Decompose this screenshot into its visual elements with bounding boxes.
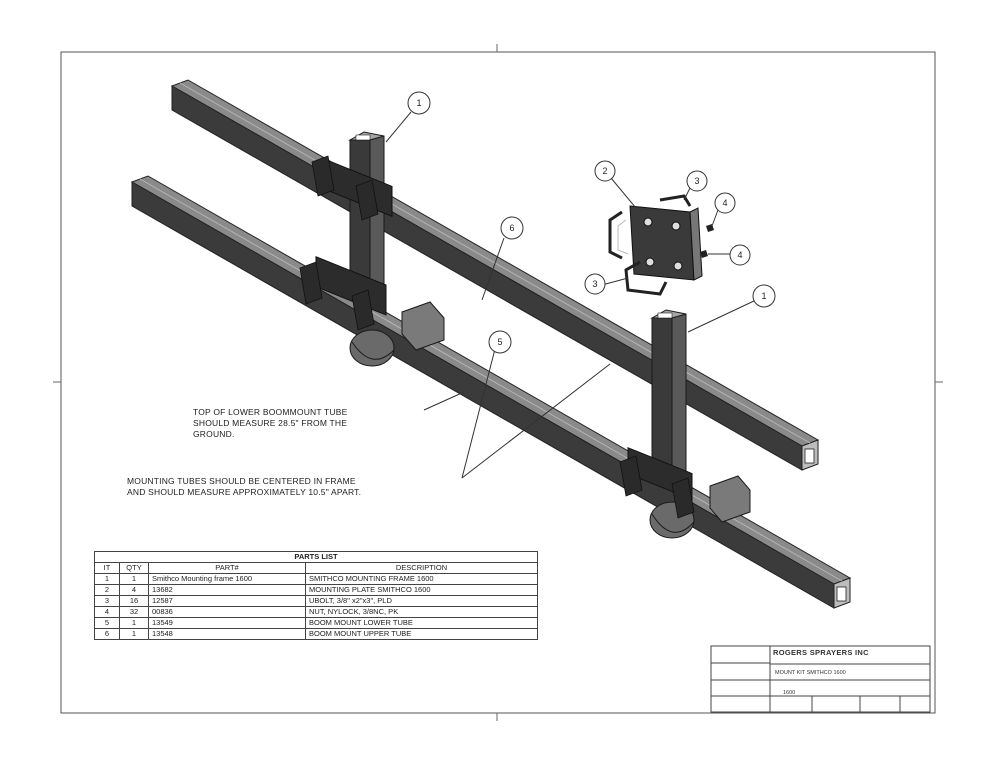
parts-list-header-row: IT QTY PART# DESCRIPTION: [94, 562, 538, 574]
cell-part: 13682: [148, 584, 306, 596]
drawing-number: 1600: [783, 690, 796, 696]
boom-height-note: TOP OF LOWER BOOMMOUNT TUBE SHOULD MEASU…: [193, 407, 348, 439]
cell-description: UBOLT, 3/8" x2"x3", PLD: [305, 595, 538, 607]
table-row: 1 1 Smithco Mounting frame 1600 SMITHCO …: [94, 573, 538, 585]
tube-spacing-note: MOUNTING TUBES SHOULD BE CENTERED IN FRA…: [127, 476, 362, 497]
parts-list-title: PARTS LIST: [94, 551, 538, 563]
cell-description: BOOM MOUNT UPPER TUBE: [305, 628, 538, 640]
title-block: ROGERS SPRAYERS INC MOUNT KIT SMITHCO 16…: [711, 646, 930, 712]
cell-item: 5: [94, 617, 120, 629]
cell-description: SMITHCO MOUNTING FRAME 1600: [305, 573, 538, 585]
company-name: ROGERS SPRAYERS INC: [773, 648, 869, 657]
table-row: 6 1 13548 BOOM MOUNT UPPER TUBE: [94, 628, 538, 640]
callout-3: 3: [694, 176, 699, 186]
cell-item: 2: [94, 584, 120, 596]
cell-qty: 16: [119, 595, 149, 607]
callout-1: 1: [416, 98, 421, 108]
cell-item: 1: [94, 573, 120, 585]
callout-3b: 3: [592, 279, 597, 289]
table-row: 2 4 13682 MOUNTING PLATE SMITHCO 1600: [94, 584, 538, 596]
parts-list-title-row: PARTS LIST: [94, 551, 538, 563]
clamp-bands: [299, 155, 695, 519]
cell-part: 00836: [148, 606, 306, 618]
callout-4: 4: [722, 198, 727, 208]
table-row: 4 32 00836 NUT, NYLOCK, 3/8NC, PK: [94, 606, 538, 618]
cell-item: 4: [94, 606, 120, 618]
title-block-grid: [710, 645, 931, 713]
cell-description: MOUNTING PLATE SMITHCO 1600: [305, 584, 538, 596]
cell-item: 6: [94, 628, 120, 640]
cell-description: NUT, NYLOCK, 3/8NC, PK: [305, 606, 538, 618]
header-item: IT: [94, 562, 120, 574]
table-row: 5 1 13549 BOOM MOUNT LOWER TUBE: [94, 617, 538, 629]
cell-qty: 1: [119, 573, 149, 585]
callout-numbers: 1 2 3 4 4 3 6 5 1: [416, 98, 766, 347]
cell-part: 12587: [148, 595, 306, 607]
header-part: PART#: [148, 562, 306, 574]
lower-boom-tube: [130, 175, 852, 609]
cell-qty: 4: [119, 584, 149, 596]
drawing-title: MOUNT KIT SMITHCO 1600: [775, 670, 846, 676]
center-marks: [53, 44, 943, 721]
callout-5: 5: [497, 337, 502, 347]
table-row: 3 16 12587 UBOLT, 3/8" x2"x3", PLD: [94, 595, 538, 607]
callout-balloons: [407, 91, 776, 354]
callout-6: 6: [509, 223, 514, 233]
parts-list-table: PARTS LIST IT QTY PART# DESCRIPTION 1 1 …: [94, 551, 538, 640]
header-qty: QTY: [119, 562, 149, 574]
cell-part: 13549: [148, 617, 306, 629]
cell-part: 13548: [148, 628, 306, 640]
callout-2: 2: [602, 166, 607, 176]
exploded-plate-assembly: [608, 194, 714, 296]
cell-part: Smithco Mounting frame 1600: [148, 573, 306, 585]
cell-description: BOOM MOUNT LOWER TUBE: [305, 617, 538, 629]
callout-4b: 4: [737, 250, 742, 260]
cell-qty: 32: [119, 606, 149, 618]
callout-1b: 1: [761, 291, 766, 301]
header-description: DESCRIPTION: [305, 562, 538, 574]
cell-qty: 1: [119, 617, 149, 629]
cell-qty: 1: [119, 628, 149, 640]
leader-lines: [385, 111, 757, 479]
cell-item: 3: [94, 595, 120, 607]
